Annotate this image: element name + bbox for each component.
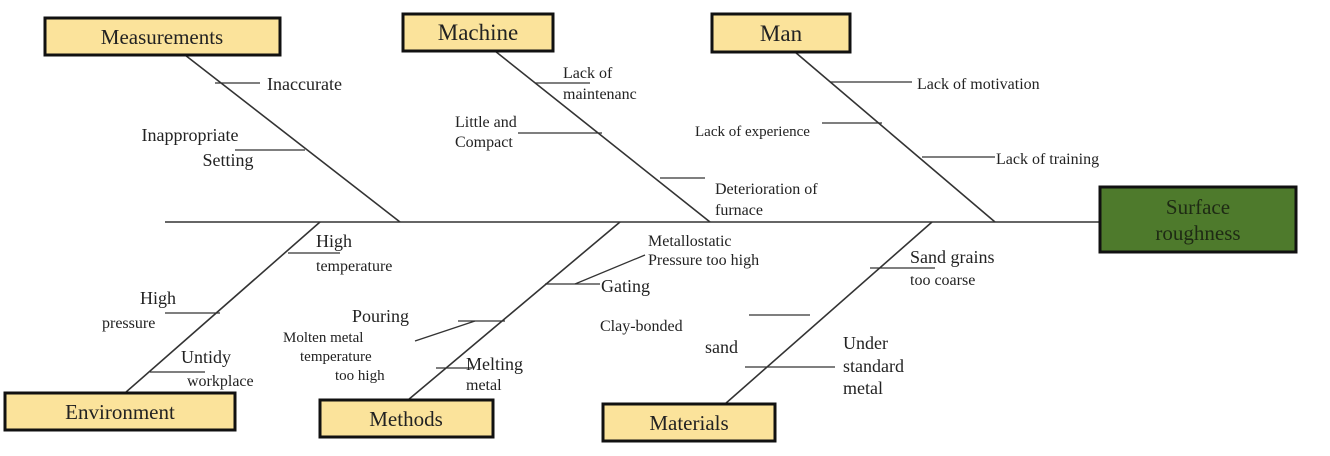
cause-label: too coarse xyxy=(910,272,975,289)
cause-label: temperature xyxy=(300,349,372,365)
causes-environment: High temperature High pressure Untidy wo… xyxy=(102,231,392,390)
cause-label: Compact xyxy=(455,134,513,151)
category-label: Measurements xyxy=(101,25,223,49)
cause-label: Molten metal xyxy=(283,330,363,346)
category-materials: Materials xyxy=(601,402,777,443)
cause-label: metal xyxy=(466,377,502,394)
cause-label: temperature xyxy=(316,258,392,275)
cause-label: Little and xyxy=(455,114,517,131)
category-measurements: Measurements xyxy=(43,16,282,57)
category-machine: Machine xyxy=(401,12,555,53)
cause-label: Under xyxy=(843,333,888,353)
causes-materials: Sand grains too coarse Clay-bonded sand … xyxy=(600,247,995,398)
cause-label: Lack of motivation xyxy=(917,76,1040,93)
causes-methods: Metallostatic Pressure too high Gating P… xyxy=(283,233,759,394)
category-man: Man xyxy=(710,12,852,54)
causes-measurements: Inaccurate Inappropriate Setting xyxy=(142,74,342,170)
effect-box: Surface roughness xyxy=(1098,185,1298,254)
category-label: Methods xyxy=(369,407,443,431)
cause-label: workplace xyxy=(187,373,254,390)
cause-label: Deterioration of xyxy=(715,181,818,198)
bone-methods xyxy=(407,221,621,401)
effect-label: Surface xyxy=(1166,195,1230,219)
cause-label: Lack of training xyxy=(996,151,1099,168)
cause-label: Setting xyxy=(202,150,253,170)
cause-label: Untidy xyxy=(181,347,231,367)
category-environment: Environment xyxy=(3,391,237,432)
cause-label: Metallostatic xyxy=(648,233,732,250)
category-label: Man xyxy=(760,21,803,46)
category-label: Machine xyxy=(438,20,518,45)
category-label: Materials xyxy=(649,411,728,435)
cause-label: maintenanc xyxy=(563,86,637,103)
cause-label: Inaccurate xyxy=(267,74,342,94)
causes-machine: Lack of maintenanc Little and Compact De… xyxy=(455,65,818,219)
cause-label: metal xyxy=(843,378,883,398)
cause-label: Lack of xyxy=(563,65,613,82)
category-methods: Methods xyxy=(318,398,495,439)
bone-materials xyxy=(724,221,933,405)
cause-label: High xyxy=(316,231,352,251)
cause-label: Pouring xyxy=(352,306,409,326)
cause-label: Lack of experience xyxy=(695,124,810,140)
cause-label: Melting xyxy=(466,354,523,374)
sub-branches xyxy=(150,81,995,373)
causes-man: Lack of motivation Lack of experience La… xyxy=(695,76,1099,168)
cause-label: Sand grains xyxy=(910,247,995,267)
cause-label: Inappropriate xyxy=(142,125,239,145)
cause-label: standard xyxy=(843,356,904,376)
cause-label: Pressure too high xyxy=(648,252,759,269)
effect-label: roughness xyxy=(1155,221,1240,245)
bone-environment xyxy=(124,221,321,394)
cause-label: Clay-bonded xyxy=(600,318,683,335)
bone-machine xyxy=(494,50,711,223)
cause-label: furnace xyxy=(715,202,763,219)
cause-label: High xyxy=(140,288,176,308)
cause-label: Gating xyxy=(601,276,650,296)
category-label: Environment xyxy=(65,400,175,424)
bone-man xyxy=(794,51,996,223)
cause-label: sand xyxy=(705,337,738,357)
cause-label: pressure xyxy=(102,315,155,332)
cause-label: too high xyxy=(335,368,385,384)
